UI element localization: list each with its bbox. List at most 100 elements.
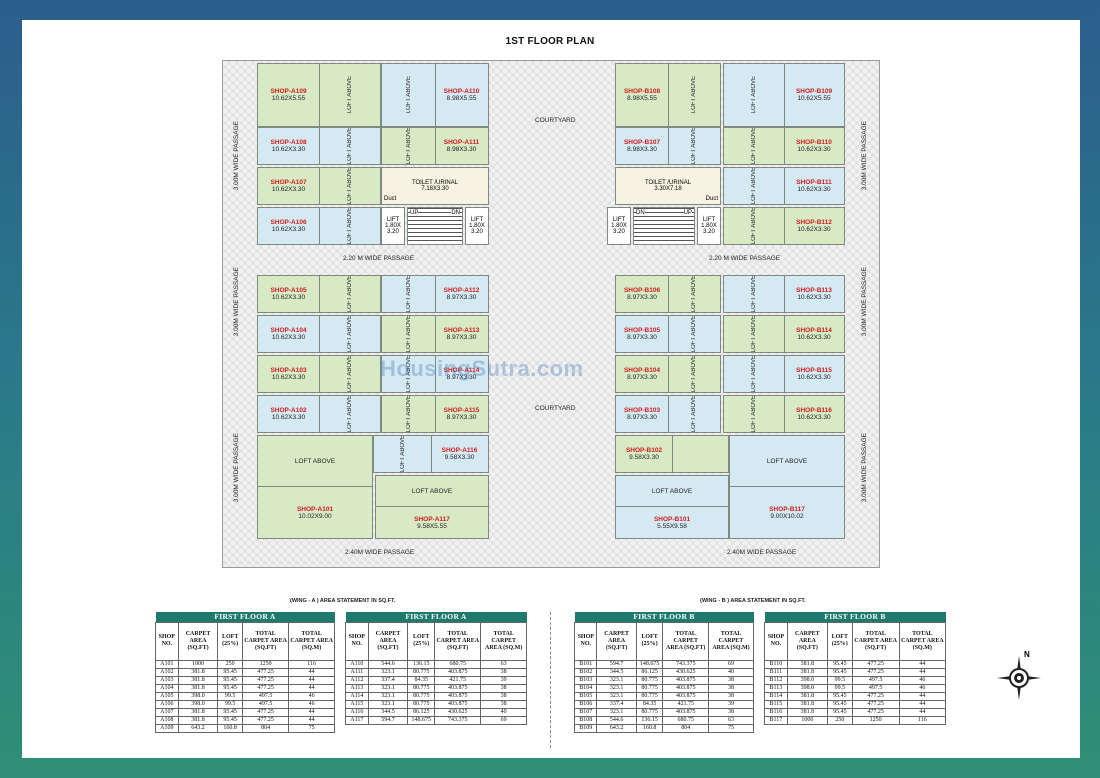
table-cell: 80.775 <box>407 691 436 701</box>
lift-dim: 3.20 <box>613 229 625 235</box>
north-compass-icon: N <box>997 650 1041 700</box>
table-header: TOTAL CARPET AREA (SQ.M) <box>898 621 947 661</box>
shop-name: SHOP-B117 <box>769 505 805 513</box>
table-cell: 63 <box>480 659 527 669</box>
table-cell: 344.5 <box>596 667 637 677</box>
table-cell: 46 <box>288 691 335 701</box>
loft-label: LOFT ABOVE <box>346 76 353 114</box>
table-cell: 95.45 <box>826 667 853 677</box>
table-cell: B115 <box>764 699 788 709</box>
table-cell: 80.775 <box>407 683 436 693</box>
loft-label: LOFT ABOVE <box>691 355 697 393</box>
table-cell: 75 <box>707 723 755 733</box>
table-cell: 398.0 <box>177 691 219 701</box>
table-cell: 403.875 <box>662 707 709 717</box>
shop-name: SHOP-B113 <box>796 287 832 294</box>
shop-name: SHOP-A115 <box>443 407 480 414</box>
shop-name: SHOP-B111 <box>796 179 832 186</box>
shop-name: SHOP-A111 <box>443 139 480 146</box>
loft-label: LOFT ABOVE <box>346 315 353 353</box>
table-cell: 44 <box>288 675 335 685</box>
table-cell: 38 <box>480 683 527 693</box>
table-cell: 430.625 <box>434 707 482 717</box>
shop-dim: 10.62X3.30 <box>271 294 306 301</box>
table-cell: B111 <box>764 667 788 677</box>
table-cell: B105 <box>573 691 598 701</box>
table-header: TOTAL CARPET AREA (SQ.FT) <box>241 621 290 661</box>
shop-name: SHOP-A103 <box>270 367 307 374</box>
table-cell: 743.375 <box>434 715 482 725</box>
table-cell: 44 <box>898 667 947 677</box>
table-cell: 381.8 <box>786 707 828 717</box>
table-cell: 403.875 <box>662 691 709 701</box>
shop-name: SHOP-B105 <box>623 327 661 334</box>
table-cell: 160.8 <box>635 723 664 733</box>
loft-label: LOFT ABOVE <box>691 395 697 433</box>
table-cell: 116 <box>288 659 335 669</box>
table-cell: 250 <box>826 715 853 725</box>
table-cell: 477.25 <box>851 667 900 677</box>
table-cell: 477.25 <box>241 683 290 693</box>
table-cell: 95.45 <box>217 707 243 717</box>
table-cell: 421.75 <box>434 675 482 685</box>
shop-dim: 10.62X3.30 <box>797 414 831 421</box>
lift-dim: 1.80X <box>469 223 485 229</box>
table-cell: 40 <box>480 707 527 717</box>
shop-name: SHOP-B102 <box>625 447 663 454</box>
table-cell: 148.675 <box>635 659 664 669</box>
table-cell: 477.25 <box>241 667 290 677</box>
table-cell: A107 <box>155 707 179 717</box>
table-header: LOFT (25%) <box>217 621 243 661</box>
table-header: TOTAL CARPET AREA (SQ.FT) <box>434 621 482 661</box>
table-cell: 44 <box>288 715 335 725</box>
table-cell: 403.875 <box>662 683 709 693</box>
shop-dim: 9.58X3.30 <box>629 454 659 461</box>
lift-dim: 1.80X <box>701 223 717 229</box>
shop-dim: 10.62X3.30 <box>271 334 306 341</box>
toilet-dim: 3.30X7.18 <box>654 186 682 192</box>
loft-label: LOFT ABOVE <box>294 457 336 465</box>
loft-label: LOFT ABOVE <box>346 207 353 245</box>
table-cell: B116 <box>764 707 788 717</box>
